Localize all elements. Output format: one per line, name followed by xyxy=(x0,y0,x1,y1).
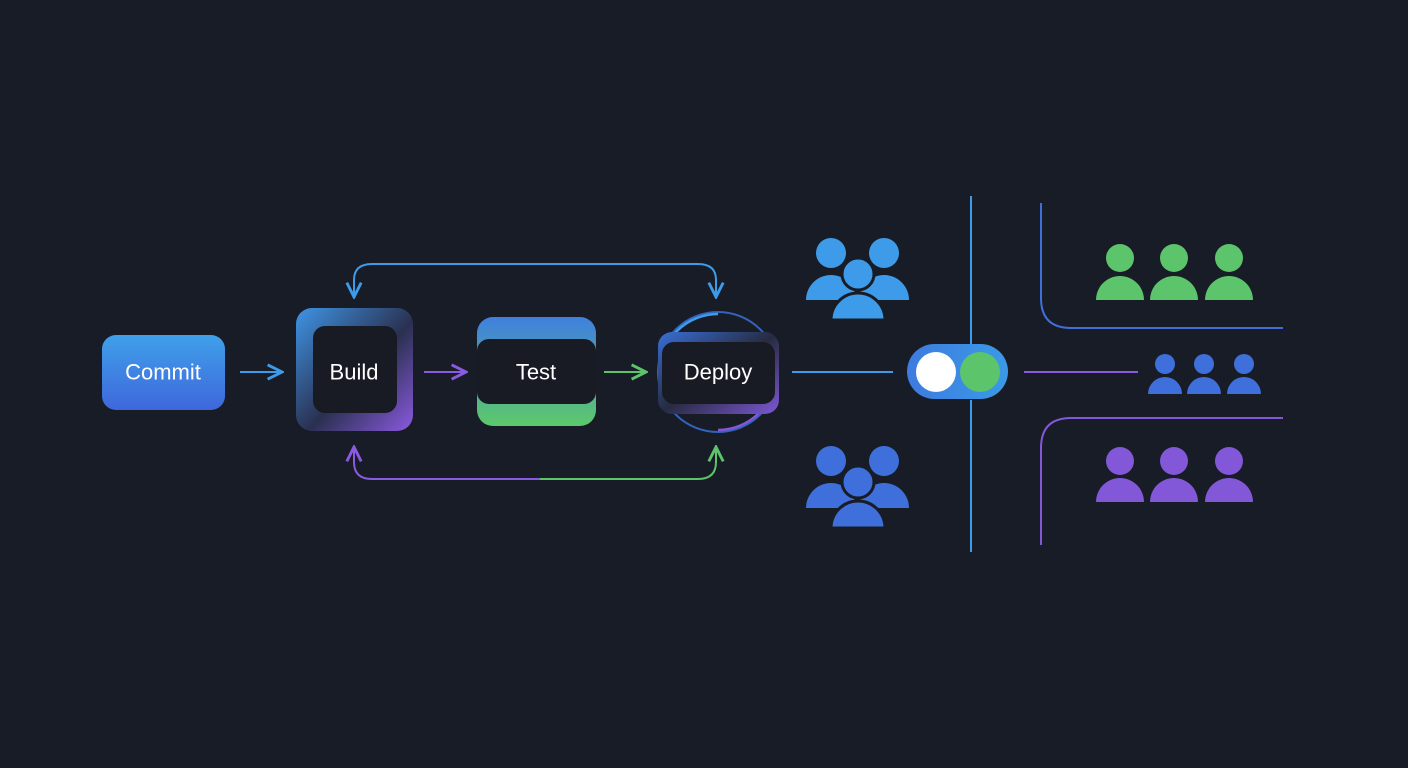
stage-test[interactable]: Test xyxy=(477,317,596,426)
feedback-loop-bottom-green xyxy=(540,447,716,480)
users-segment-icon xyxy=(1096,244,1253,300)
users-segment-icon xyxy=(1096,447,1253,502)
stage-build[interactable]: Build xyxy=(296,308,413,431)
stage-test-label: Test xyxy=(516,360,556,385)
stage-deploy-label: Deploy xyxy=(684,360,752,385)
feedback-loop-top xyxy=(354,263,716,297)
feedback-loop-bottom-purple xyxy=(354,447,540,480)
stage-commit[interactable]: Commit xyxy=(102,335,225,410)
stage-deploy[interactable]: Deploy xyxy=(657,311,779,433)
segment-bracket-top xyxy=(1040,203,1283,329)
users-group-icon xyxy=(806,446,909,530)
stage-commit-label: Commit xyxy=(125,360,201,385)
stage-build-label: Build xyxy=(330,360,379,385)
toggle-status-indicator xyxy=(960,352,1000,392)
segment-bracket-bottom xyxy=(1040,417,1283,545)
users-segment-icon xyxy=(1148,354,1261,394)
toggle-knob xyxy=(916,352,956,392)
users-group-icon xyxy=(806,238,909,322)
feature-toggle-switch[interactable] xyxy=(907,344,1008,399)
